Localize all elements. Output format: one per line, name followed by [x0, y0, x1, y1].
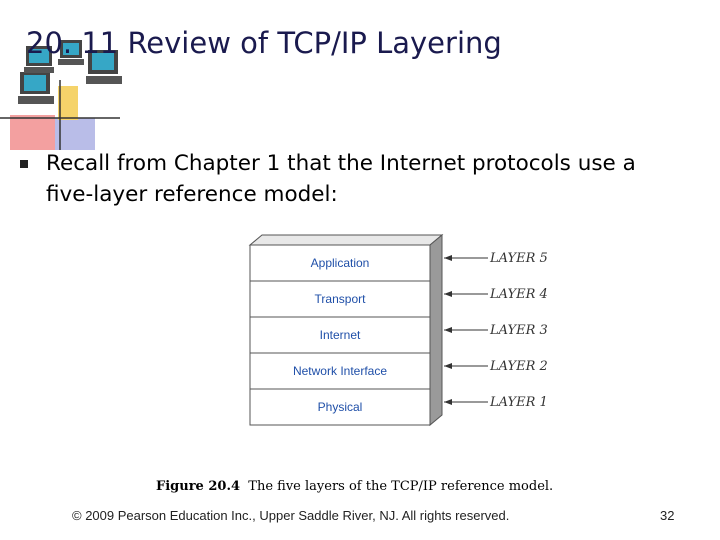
layer-name: Transport	[315, 292, 367, 306]
bullet-text: Recall from Chapter 1 that the Internet …	[46, 148, 686, 210]
arrow-head-icon	[444, 399, 452, 405]
layer-tag: LAYER 5	[489, 251, 548, 266]
caption-number: Figure 20.4	[156, 479, 240, 494]
red-square-decoration	[10, 115, 55, 150]
copyright-footer: © 2009 Pearson Education Inc., Upper Sad…	[72, 508, 509, 523]
figure-caption: Figure 20.4 The five layers of the TCP/I…	[156, 479, 553, 494]
layer-tag: LAYER 4	[489, 287, 548, 302]
arrow-head-icon	[444, 327, 452, 333]
stack-top-face	[250, 235, 442, 245]
layer-name: Application	[311, 256, 370, 270]
layer-tag: LAYER 1	[489, 395, 548, 410]
arrow-head-icon	[444, 291, 452, 297]
blue-square-decoration	[55, 118, 95, 150]
networked-computers-clipart	[0, 0, 130, 150]
computer-icon	[18, 72, 54, 104]
stack-side-face	[430, 235, 442, 425]
arrow-head-icon	[444, 363, 452, 369]
layer-tag: LAYER 3	[489, 323, 548, 338]
layer-tag: LAYER 2	[489, 359, 548, 374]
caption-text: The five layers of the TCP/IP reference …	[248, 479, 553, 494]
yellow-square-decoration	[58, 86, 78, 120]
layer-name: Physical	[318, 400, 363, 414]
slide-title: 20. 11 Review of TCP/IP Layering	[26, 26, 502, 60]
arrow-head-icon	[444, 255, 452, 261]
tcpip-layer-diagram: Application LAYER 5 Transport LAYER 4 Intern…	[240, 225, 570, 430]
bullet-square-icon	[20, 160, 28, 168]
layer-name: Network Interface	[293, 364, 387, 378]
page-number: 32	[660, 508, 674, 523]
layer-name: Internet	[320, 328, 361, 342]
